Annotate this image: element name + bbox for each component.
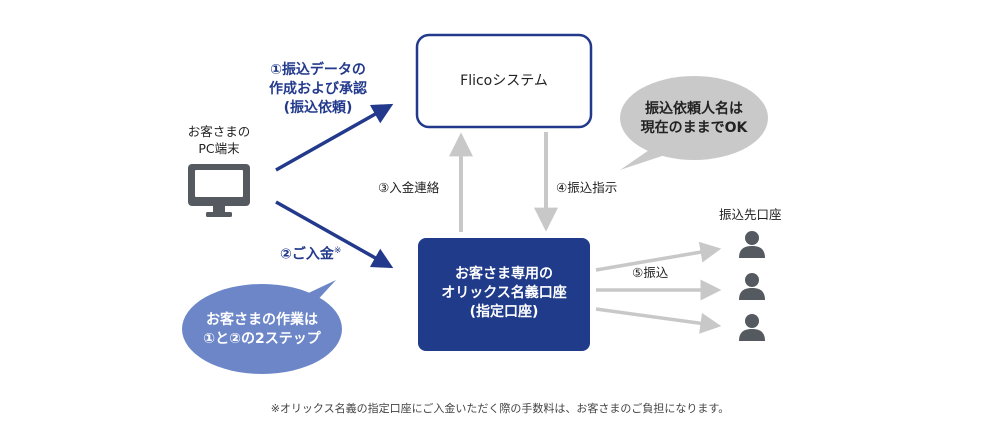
step2-label: ②ご入金※ (280, 245, 341, 265)
arrow-step5-c (595, 307, 722, 334)
flico-system-label: Flicoシステム (460, 73, 548, 89)
step5-label: ⑤振込 (632, 265, 669, 280)
bubble-gray (620, 76, 768, 170)
step1-line3: (振込依頼) (283, 99, 353, 116)
step3-label: ③入金連絡 (378, 180, 440, 195)
bubble-blue (182, 280, 342, 374)
account-line3: (指定口座) (469, 303, 539, 320)
bubble-gray-line2: 現在のままでOK (640, 119, 748, 136)
step1-line2: 作成および承認 (269, 80, 367, 97)
step2-text: ②ご入金 (280, 246, 334, 263)
pc-label: お客さまの PC端末 (183, 124, 255, 158)
account-line1: お客さま専用の (455, 266, 553, 282)
arrow-step1 (275, 103, 394, 172)
bubble-blue-line1: お客さまの作業は (206, 312, 318, 328)
bubble-blue-line2: ①と②の2ステップ (203, 330, 321, 347)
footnote: ※オリックス名義の指定口座にご入金いただく際の手数料は、お客さまのご負担になりま… (270, 402, 730, 415)
bubble-gray-line1: 振込依頼人名は (645, 101, 743, 117)
account-line2: オリックス名義口座 (441, 284, 567, 301)
step1-label: ①振込データの 作成および承認 (振込依頼) (258, 61, 378, 118)
designated-account-box (418, 238, 590, 351)
step1-line1: ①振込データの (270, 62, 366, 78)
person-icon (739, 314, 765, 341)
person-icon (739, 273, 765, 300)
bubble-gray-text: 振込依頼人名は 現在のままでOK (630, 100, 758, 138)
pc-label-line1: お客さまの (187, 124, 251, 139)
bubble-blue-text: お客さまの作業は ①と②の2ステップ (192, 311, 332, 349)
flico-system-box (415, 33, 593, 129)
arrow-step5-a (595, 241, 722, 272)
account-box-label: お客さま専用の オリックス名義口座 (指定口座) (418, 265, 590, 322)
arrow-step2 (275, 200, 394, 269)
recipient-accounts-label: 振込先口座 (719, 207, 782, 222)
step4-label: ④振込指示 (556, 180, 618, 195)
person-icon (739, 231, 765, 258)
monitor-icon (188, 164, 250, 217)
pc-label-line2: PC端末 (198, 140, 240, 156)
step2-note-mark: ※ (333, 246, 342, 256)
